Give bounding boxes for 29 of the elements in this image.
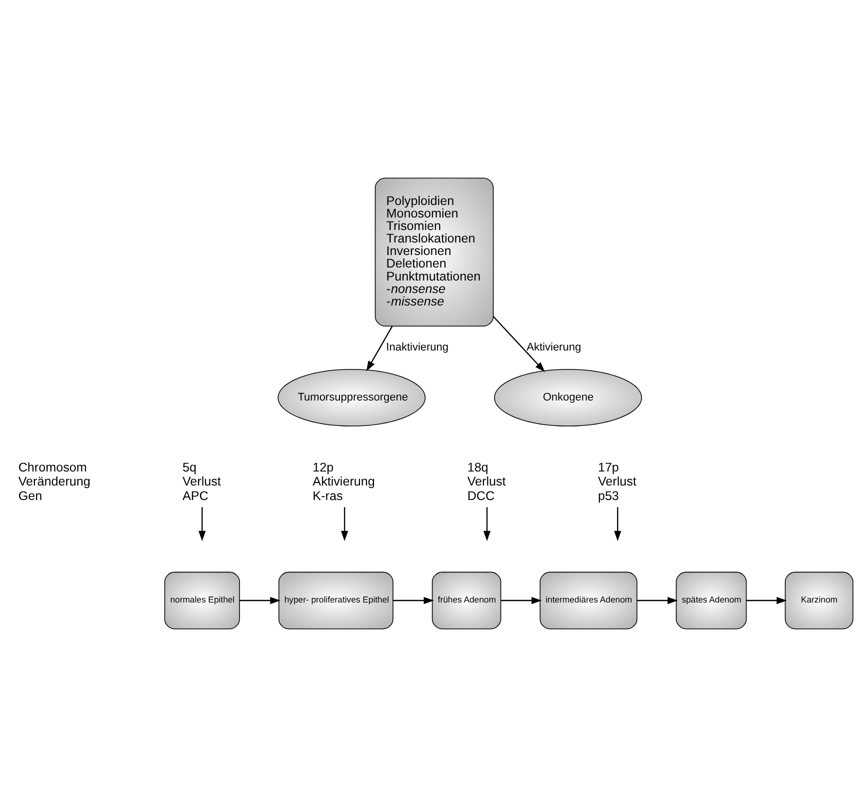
arrow <box>366 326 393 372</box>
node-box: Karzinom <box>784 572 854 630</box>
arrow <box>636 596 678 604</box>
node-text: 12p Aktivierung K-ras <box>312 460 375 503</box>
arrow <box>500 596 542 604</box>
arrow <box>240 596 280 604</box>
node-text: 5q Verlust APC <box>182 460 221 503</box>
arrow <box>198 507 206 542</box>
node-box: Polyploidien Monosomien Trisomien Translokationen Inversionen Deletionen Punktmutationen -nonsense -missense <box>374 178 494 326</box>
label: Veränderung <box>18 474 90 489</box>
node-box: frühes Adenom <box>432 572 502 630</box>
node-box: hyper- proliferatives Epithel <box>278 572 394 630</box>
node-text: 18q Verlust DCC <box>467 460 506 503</box>
arrow <box>492 316 546 372</box>
node-ellipse: Onkogene <box>494 368 642 426</box>
arrow <box>340 507 348 542</box>
node-box: spätes Adenom <box>676 572 747 630</box>
node-text: 17p Verlust p53 <box>598 460 636 503</box>
arrow <box>483 507 491 542</box>
node-box: intermediäres Adenom <box>540 572 638 630</box>
node-ellipse: Tumorsuppressorgene <box>278 368 426 426</box>
arrow <box>614 507 622 542</box>
label: Gen <box>18 488 42 503</box>
label: Chromosom <box>18 460 87 475</box>
arrow <box>392 596 434 604</box>
edge-label: Aktivierung <box>526 342 582 354</box>
arrow <box>746 596 787 604</box>
edge-label: Inaktivierung <box>386 342 449 354</box>
node-box: normales Epithel <box>164 572 240 630</box>
